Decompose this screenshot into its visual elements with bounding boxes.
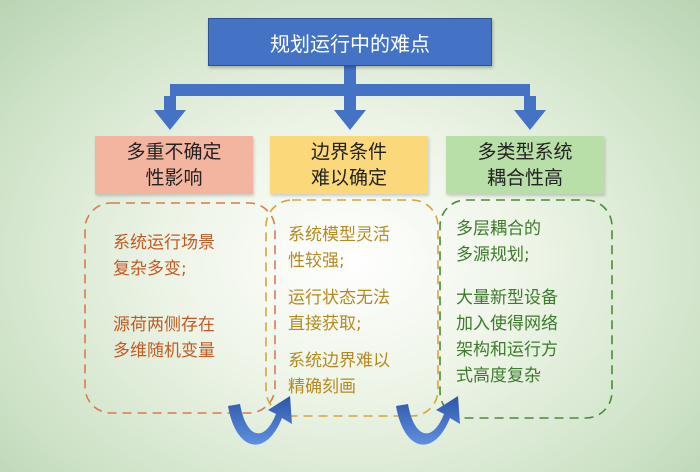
detail-line: 多维随机变量 bbox=[113, 341, 215, 361]
category-title-line: 多类型系统 bbox=[477, 141, 573, 163]
detail-box-3 bbox=[439, 199, 613, 419]
detail-line: 性较强; bbox=[288, 251, 345, 271]
category-title-line: 耦合性高 bbox=[486, 167, 563, 189]
detail-item: 多层耦合的 多源规划; bbox=[456, 216, 541, 268]
category-title-line: 边界条件 bbox=[310, 141, 387, 163]
detail-item: 系统模型灵活 性较强; bbox=[288, 222, 390, 274]
detail-line: 架构和运行方 bbox=[456, 340, 558, 360]
category-coupling: 多类型系统 耦合性高 bbox=[446, 136, 604, 194]
category-title-line: 多重不确定 bbox=[126, 141, 222, 163]
detail-line: 大量新型设备 bbox=[456, 288, 558, 308]
diagram-title: 规划运行中的难点 bbox=[208, 18, 492, 66]
detail-box-1 bbox=[84, 202, 276, 414]
detail-line: 精确刻画 bbox=[288, 377, 356, 397]
detail-line: 运行状态无法 bbox=[288, 288, 390, 308]
detail-item: 运行状态无法 直接获取; bbox=[288, 285, 390, 337]
connector-stem bbox=[344, 66, 356, 86]
connector-bar bbox=[170, 84, 530, 96]
detail-line: 多层耦合的 bbox=[456, 219, 541, 239]
detail-line: 加入使得网络 bbox=[456, 314, 558, 334]
detail-line: 多源规划; bbox=[456, 245, 530, 265]
curved-arrow-1 bbox=[228, 396, 292, 445]
arrow-down-1 bbox=[154, 96, 186, 130]
diagram-title-text: 规划运行中的难点 bbox=[270, 31, 430, 56]
detail-line: 直接获取; bbox=[288, 314, 362, 334]
detail-item: 系统运行场景 复杂多变; bbox=[113, 230, 215, 282]
arrow-down-3 bbox=[514, 96, 546, 130]
detail-line: 源荷两侧存在 bbox=[113, 315, 215, 335]
category-boundary: 边界条件 难以确定 bbox=[270, 136, 428, 194]
detail-line: 式高度复杂 bbox=[456, 366, 541, 386]
detail-line: 系统边界难以 bbox=[288, 351, 390, 371]
category-title-line: 性影响 bbox=[145, 167, 203, 189]
detail-box-2 bbox=[265, 199, 439, 417]
detail-line: 系统运行场景 bbox=[113, 233, 215, 253]
detail-item: 系统边界难以 精确刻画 bbox=[288, 348, 390, 400]
detail-line: 复杂多变; bbox=[113, 259, 187, 279]
detail-line: 系统模型灵活 bbox=[288, 225, 390, 245]
category-uncertainty: 多重不确定 性影响 bbox=[95, 136, 253, 194]
detail-item: 源荷两侧存在 多维随机变量 bbox=[113, 312, 215, 364]
arrow-down-2 bbox=[334, 96, 366, 130]
category-title-line: 难以确定 bbox=[310, 167, 387, 189]
curved-arrow-2 bbox=[396, 396, 460, 445]
detail-item: 大量新型设备 加入使得网络 架构和运行方 式高度复杂 bbox=[456, 285, 558, 389]
